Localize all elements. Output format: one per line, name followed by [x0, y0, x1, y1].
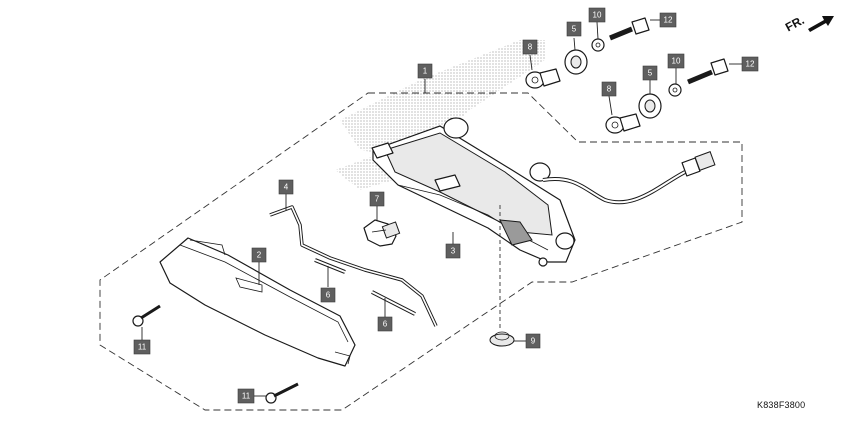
svg-text:8: 8 [528, 43, 533, 52]
screw-lower [265, 382, 299, 404]
callout-12b: 12 [741, 56, 759, 72]
svg-text:6: 6 [383, 320, 388, 329]
taillight-unit [371, 117, 576, 267]
svg-text:6: 6 [326, 291, 331, 300]
gasket [269, 205, 438, 327]
callout-8a: 8 [522, 39, 538, 55]
seal-strips [314, 258, 416, 316]
svg-text:5: 5 [648, 69, 653, 78]
drawing-code: K838F3800 [757, 400, 806, 410]
callout-9: 9 [525, 333, 541, 349]
screw-upper [132, 304, 161, 327]
callout-8b-leader [608, 95, 613, 116]
wiring-harness [542, 151, 716, 205]
svg-text:7: 7 [375, 195, 380, 204]
svg-text:4: 4 [284, 183, 289, 192]
svg-text:10: 10 [593, 11, 602, 20]
svg-text:3: 3 [451, 247, 456, 256]
assembly-boundary [99, 92, 743, 411]
svg-text:2: 2 [257, 251, 262, 260]
callout-7: 7 [369, 191, 385, 207]
svg-text:11: 11 [242, 392, 251, 401]
callout-12a: 12 [659, 12, 677, 28]
callout-5a-leader [573, 37, 576, 51]
callout-3: 3 [445, 243, 461, 259]
mount-hardware-lower [605, 58, 729, 134]
callout-5a: 5 [566, 21, 582, 37]
callout-1: 1 [417, 63, 433, 79]
callout-4: 4 [278, 179, 294, 195]
mount-hardware-upper [525, 17, 650, 89]
callout-11a: 11 [133, 339, 151, 355]
right-up-arrow-icon [808, 16, 834, 32]
callout-11b: 11 [237, 388, 255, 404]
lens [159, 237, 356, 367]
svg-text:5: 5 [572, 25, 577, 34]
callout-8a-leader [529, 54, 533, 71]
svg-text:12: 12 [664, 16, 673, 25]
grommet [489, 205, 515, 347]
callout-8b: 8 [601, 81, 617, 97]
svg-text:8: 8 [607, 85, 612, 94]
callout-5b: 5 [642, 65, 658, 81]
callout-10a: 10 [588, 7, 606, 23]
callout-10a-leader [596, 21, 599, 40]
svg-text:11: 11 [138, 343, 147, 352]
bulb [363, 219, 401, 247]
callout-6a: 6 [320, 287, 336, 303]
callout-2: 2 [251, 247, 267, 263]
svg-text:10: 10 [672, 57, 681, 66]
svg-text:12: 12 [746, 60, 755, 69]
svg-text:1: 1 [423, 67, 428, 76]
svg-text:9: 9 [531, 337, 536, 346]
callout-6b: 6 [377, 316, 393, 332]
callout-10b: 10 [667, 53, 685, 69]
